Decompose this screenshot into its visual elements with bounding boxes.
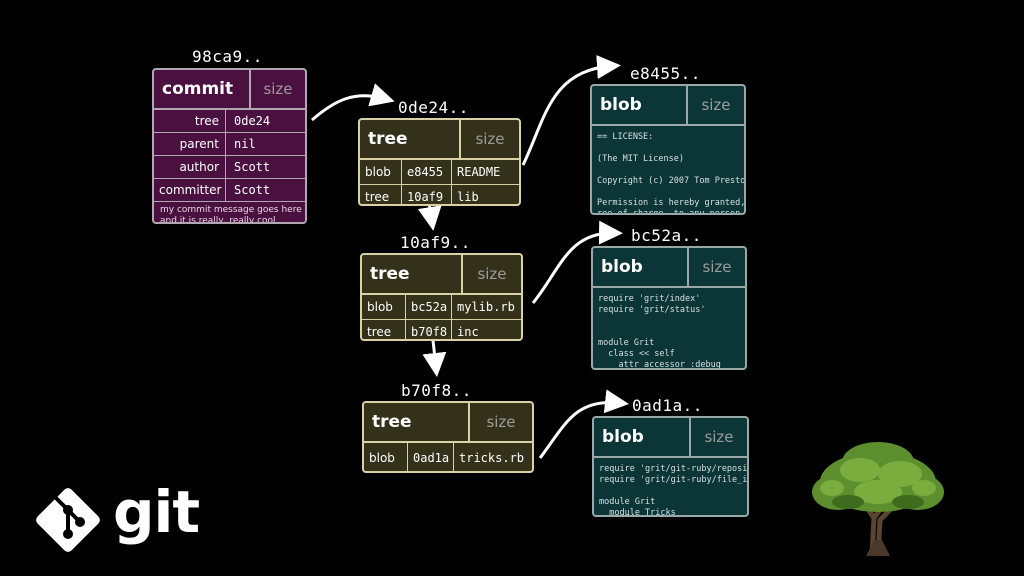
arrow-tree3-to-blob3	[538, 389, 629, 459]
blob-size-label: size	[687, 248, 745, 286]
tree-object: tree size blob e8455 README tree 10af9 l…	[358, 118, 521, 206]
tree-entry: tree b70f8 inc	[362, 320, 521, 339]
tree-hash: 0de24..	[398, 98, 469, 117]
entry-name: README	[457, 165, 501, 179]
commit-row-parent: parent nil	[154, 133, 305, 156]
entry-sha: bc52a	[406, 295, 452, 319]
blob-hash: e8455..	[630, 64, 701, 83]
arrow-commit-to-tree	[311, 83, 395, 122]
tree-type-label: tree	[368, 129, 408, 149]
commit-value: 0de24	[234, 114, 271, 128]
commit-key: parent	[154, 133, 226, 155]
commit-header: commit size	[154, 70, 305, 110]
tree-entry: blob 0ad1a tricks.rb	[364, 443, 532, 471]
tree-size-label: size	[459, 120, 519, 158]
tree-header: tree size	[364, 403, 532, 443]
blob-header: blob size	[592, 86, 744, 126]
tree-header: tree size	[360, 120, 519, 160]
commit-hash: 98ca9..	[192, 47, 263, 66]
git-wordmark: git	[113, 478, 200, 546]
tree-object: tree size blob 0ad1a tricks.rb	[362, 401, 534, 473]
tree-illustration-icon	[812, 442, 944, 556]
blob-content: require 'grit/git-ruby/reposi require 'g…	[599, 464, 748, 517]
tree-size-label: size	[468, 403, 532, 441]
blob-hash: bc52a..	[631, 226, 702, 245]
tree-entry: blob e8455 README	[360, 160, 519, 185]
blob-content: == LICENSE: (The MIT License) Copyright …	[597, 132, 746, 215]
blob-size-label: size	[689, 418, 747, 456]
blob-header: blob size	[594, 418, 747, 458]
commit-size-label: size	[249, 70, 305, 108]
blob-type-label: blob	[602, 427, 644, 447]
commit-row-author: author Scott	[154, 156, 305, 179]
entry-name: lib	[457, 190, 479, 204]
blob-type-label: blob	[600, 95, 642, 115]
blob-object: blob size require 'grit/index' require '…	[591, 246, 747, 370]
tree-entry: tree 10af9 lib	[360, 185, 519, 204]
commit-row-committer: committer Scott	[154, 179, 305, 202]
entry-kind: tree	[362, 320, 406, 339]
tree-hash: b70f8..	[401, 381, 472, 400]
tree-object: tree size blob bc52a mylib.rb tree b70f8…	[360, 253, 523, 341]
commit-object: commit size tree 0de24 parent nil author…	[152, 68, 307, 224]
entry-sha: b70f8	[406, 320, 452, 339]
entry-kind: blob	[360, 160, 402, 184]
entry-name: inc	[457, 325, 479, 339]
blob-header: blob size	[593, 248, 745, 288]
arrow-tree2-to-blob2	[531, 220, 623, 304]
commit-value: Scott	[234, 160, 271, 174]
commit-key: tree	[154, 110, 226, 132]
entry-sha: e8455	[402, 160, 452, 184]
arrow-tree1-to-blob1	[521, 55, 621, 166]
tree-type-label: tree	[370, 264, 410, 284]
entry-sha: 10af9	[402, 185, 452, 204]
entry-name: tricks.rb	[459, 451, 525, 465]
commit-key: committer	[154, 179, 226, 201]
blob-hash: 0ad1a..	[632, 396, 703, 415]
tree-size-label: size	[461, 255, 521, 293]
blob-type-label: blob	[601, 257, 643, 277]
blob-size-label: size	[686, 86, 744, 124]
git-logo-icon	[36, 488, 100, 552]
entry-name: mylib.rb	[457, 300, 515, 314]
tree-entry: blob bc52a mylib.rb	[362, 295, 521, 320]
blob-content: require 'grit/index' require 'grit/statu…	[598, 294, 721, 370]
commit-value: nil	[234, 137, 256, 151]
commit-row-tree: tree 0de24	[154, 110, 305, 133]
commit-value: Scott	[234, 183, 271, 197]
tree-hash: 10af9..	[400, 233, 471, 252]
blob-object: blob size require 'grit/git-ruby/reposi …	[592, 416, 749, 517]
entry-kind: blob	[362, 295, 406, 319]
entry-kind: tree	[360, 185, 402, 204]
blob-object: blob size == LICENSE: (The MIT License) …	[590, 84, 746, 215]
commit-key: author	[154, 156, 226, 178]
commit-type-label: commit	[162, 79, 234, 99]
commit-message: my commit message goes here and it is re…	[160, 205, 302, 224]
tree-type-label: tree	[372, 412, 412, 432]
entry-sha: 0ad1a	[408, 443, 454, 471]
entry-kind: blob	[364, 443, 408, 471]
tree-header: tree size	[362, 255, 521, 295]
